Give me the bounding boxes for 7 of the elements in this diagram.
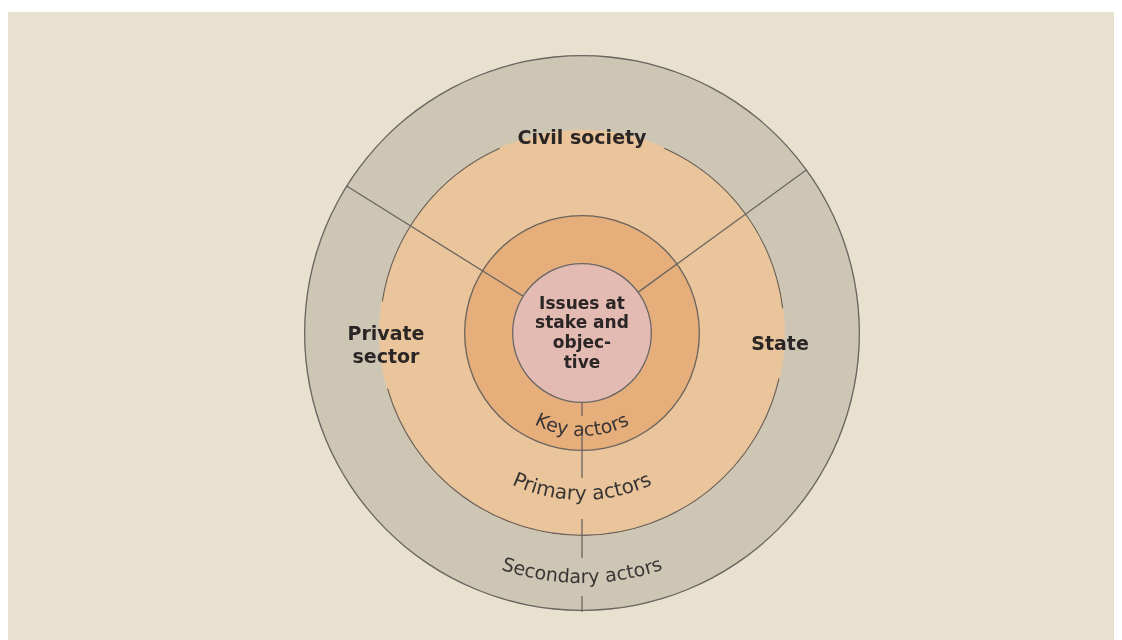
ring-label: Secondary actors xyxy=(499,552,665,588)
ring-label: Primary actors xyxy=(509,466,655,506)
sector-label: State xyxy=(751,331,809,355)
sector-label: Private sector xyxy=(346,322,426,368)
ring-label: Key actors xyxy=(532,408,632,441)
center-label: Issues at stake and objec- tive xyxy=(534,293,630,373)
sector-label: Civil society xyxy=(517,125,647,149)
